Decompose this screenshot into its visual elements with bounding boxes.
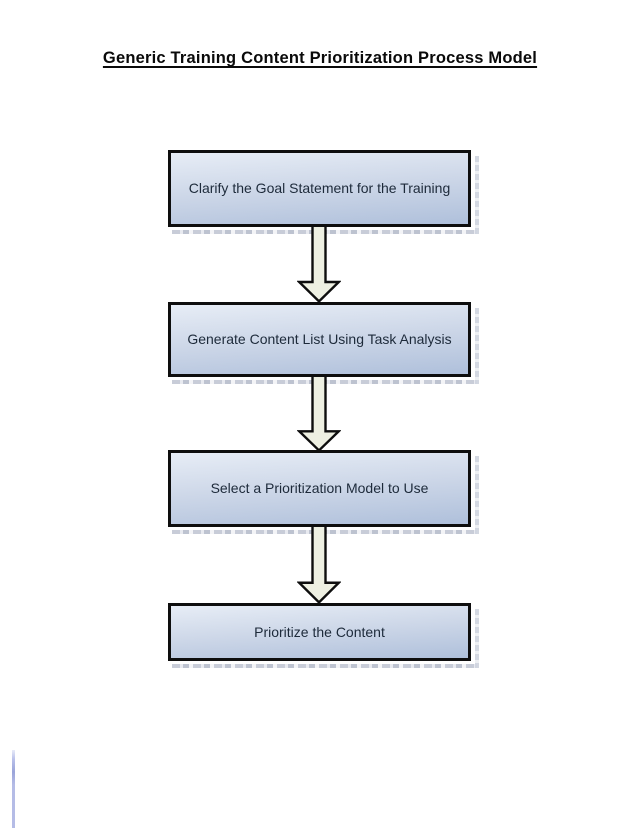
flow-step-1-label: Clarify the Goal Statement for the Train… xyxy=(188,180,451,197)
box-shadow-right xyxy=(475,156,479,234)
flow-step-3: Select a Prioritization Model to Use xyxy=(168,450,471,527)
flow-step-2-label: Generate Content List Using Task Analysi… xyxy=(187,331,452,348)
flow-step-3-label: Select a Prioritization Model to Use xyxy=(210,480,429,497)
flow-step-4-label: Prioritize the Content xyxy=(254,623,385,640)
down-arrow-icon xyxy=(297,375,341,452)
box-shadow-right xyxy=(475,456,479,534)
box-shadow-right xyxy=(475,609,479,668)
flow-step-2: Generate Content List Using Task Analysi… xyxy=(168,302,471,377)
page-edge-line xyxy=(12,750,15,828)
box-shadow-bottom xyxy=(172,664,477,668)
down-arrow-icon xyxy=(297,225,341,303)
flow-step-1: Clarify the Goal Statement for the Train… xyxy=(168,150,471,227)
down-arrow-icon xyxy=(297,525,341,604)
page-title: Generic Training Content Prioritization … xyxy=(102,49,538,67)
flow-step-4: Prioritize the Content xyxy=(168,603,471,661)
box-shadow-right xyxy=(475,308,479,384)
